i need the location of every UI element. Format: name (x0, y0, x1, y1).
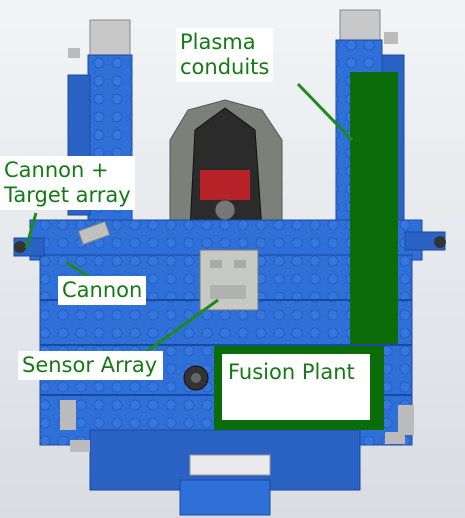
plasma-conduits-label: Plasma conduits (176, 28, 274, 82)
landing-struts (60, 400, 414, 452)
leader-lines (24, 82, 354, 357)
cannon-text: Cannon (62, 278, 143, 302)
plasma-conduit-highlight (350, 72, 398, 344)
cannon-target-line-2: Target array (4, 183, 131, 207)
sensor-array-text: Sensor Array (22, 353, 158, 377)
side-cannons (13, 220, 446, 257)
fusion-plant-label: Fusion Plant (222, 354, 370, 420)
plasma-conduits-line-2: conduits (180, 55, 270, 79)
cannon-target-leader-line (24, 212, 38, 249)
sensor-leader-line (141, 298, 219, 357)
cannon-target-line-1: Cannon + (4, 158, 109, 182)
cannon-leader-line (65, 260, 89, 278)
cannon-target-label: Cannon + Target array (0, 156, 135, 210)
left-nacelle (67, 19, 133, 246)
plasma-leader-line (296, 82, 354, 142)
plasma-conduits-line-1: Plasma (180, 30, 256, 54)
sensor-array-label: Sensor Array (18, 351, 164, 380)
cannon-label: Cannon (58, 276, 147, 305)
sensor-array-piece (199, 249, 259, 311)
fusion-plant-text: Fusion Plant (228, 360, 355, 384)
cockpit (169, 99, 283, 231)
